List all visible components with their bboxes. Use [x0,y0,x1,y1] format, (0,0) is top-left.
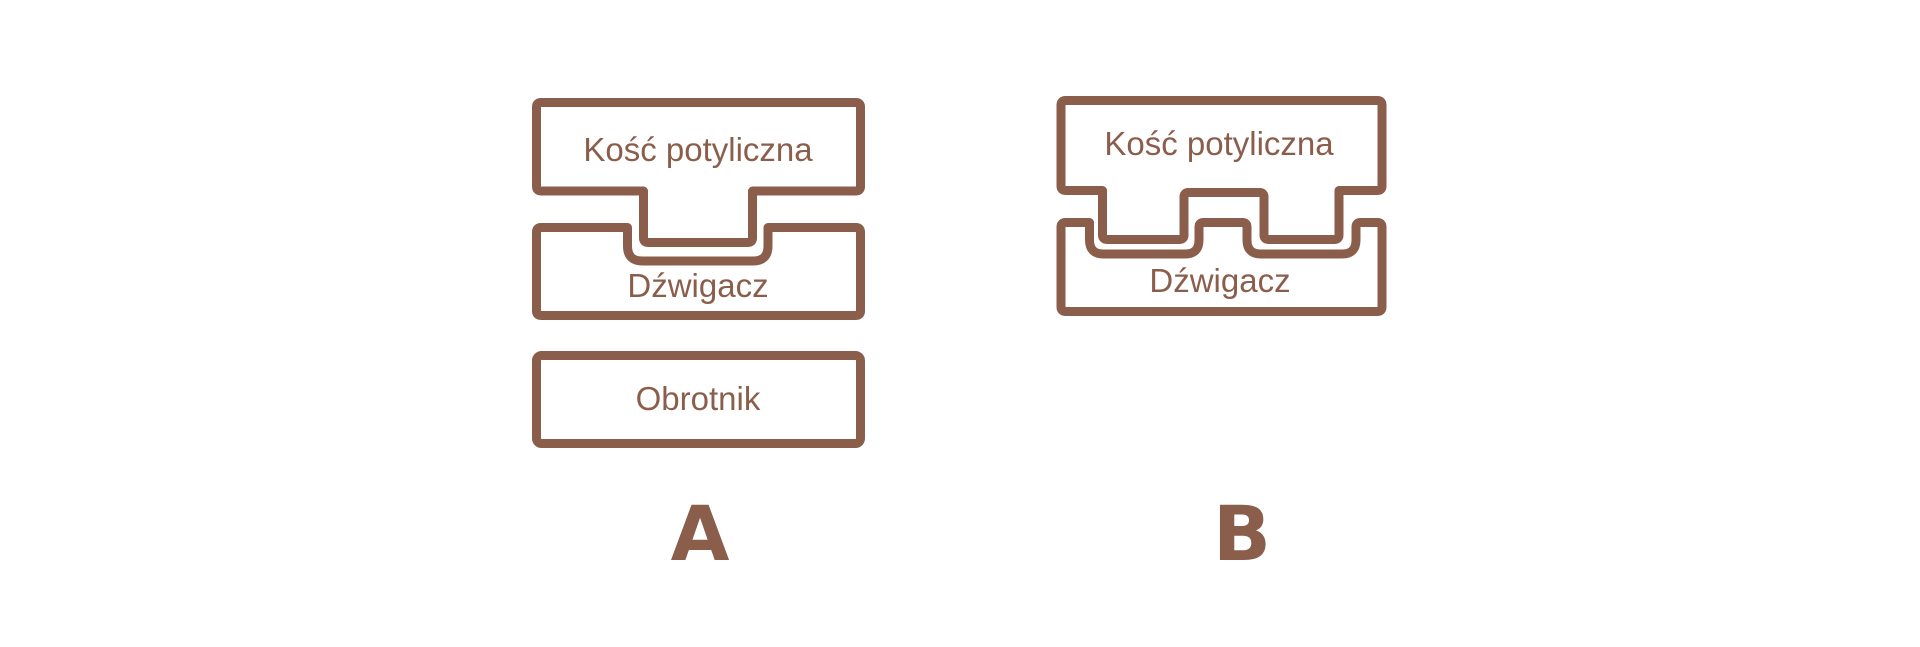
panel-b-atlas-block [1056,218,1387,316]
panel-a-atlas-block [532,223,865,320]
panel-b-occipital-block [1056,96,1387,244]
panel-a-atlas-label: Dźwigacz [627,267,768,304]
panel-a-occipital-block [532,98,865,247]
panel-b: Kość potyliczna Dźwigacz B [1056,96,1387,578]
panel-a-occipital-label: Kość potyliczna [583,131,813,168]
panel-a: Kość potyliczna Dźwigacz Obrotnik A [532,98,865,578]
panel-b-occipital-label: Kość potyliczna [1104,125,1334,162]
panel-a-axis-block [532,351,865,448]
panel-a-axis-label: Obrotnik [636,380,761,417]
panel-a-letter: A [671,489,730,578]
panel-b-letter: B [1213,489,1271,578]
panel-b-atlas-label: Dźwigacz [1149,262,1290,299]
